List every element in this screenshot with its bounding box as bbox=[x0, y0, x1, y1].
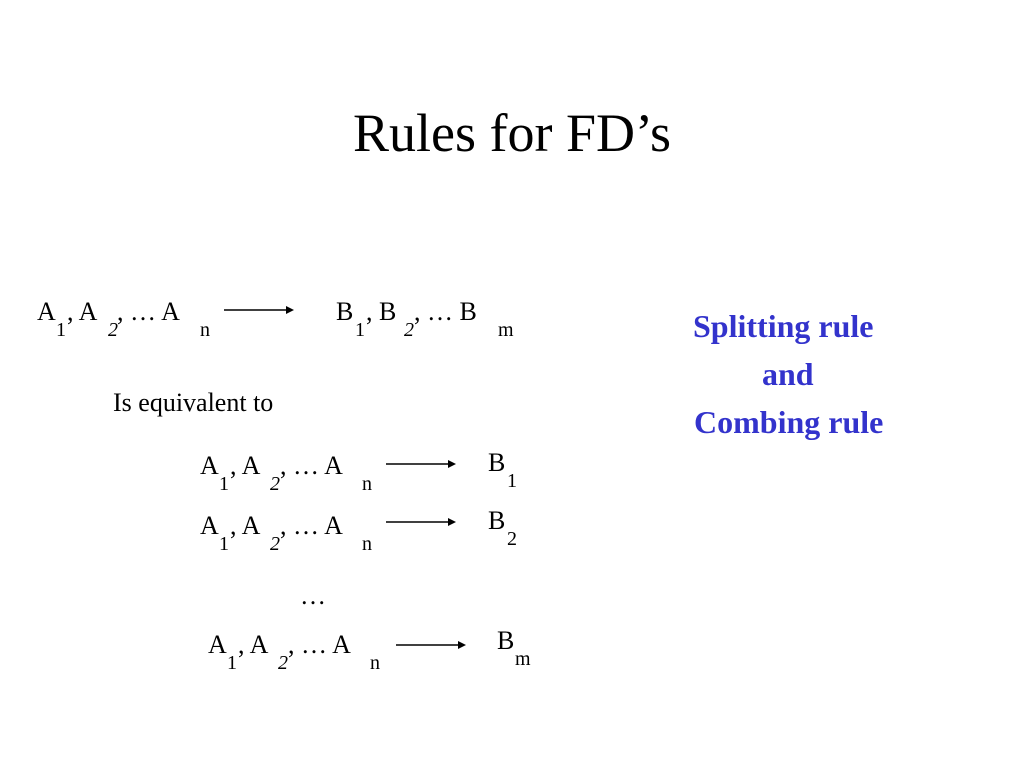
row-a2: , A bbox=[230, 511, 261, 540]
row-a1-sub: 1 bbox=[219, 473, 229, 495]
lhs-a1: A bbox=[37, 297, 56, 326]
row-a2-sub: 2 bbox=[278, 652, 288, 674]
row-b-sub: m bbox=[515, 648, 531, 670]
row-a2: , A bbox=[230, 451, 261, 480]
row-an-sub: n bbox=[362, 533, 372, 555]
row-b: B bbox=[488, 506, 506, 535]
ellipsis: … bbox=[300, 581, 326, 610]
row-b-sub: 1 bbox=[507, 470, 517, 492]
row-a1: A bbox=[200, 451, 219, 480]
row-a2-sub: 2 bbox=[270, 533, 280, 555]
lhs-an-sub: n bbox=[200, 319, 210, 341]
arrow-right-icon bbox=[386, 460, 456, 468]
lhs-a2-sub: 2 bbox=[108, 319, 118, 341]
rhs-bm-sub: m bbox=[498, 319, 514, 341]
row-an: , … A bbox=[288, 630, 351, 659]
row-b: B bbox=[497, 626, 515, 655]
row-a1: A bbox=[208, 630, 227, 659]
rhs-b2-sub: 2 bbox=[404, 319, 414, 341]
row-an-sub: n bbox=[370, 652, 380, 674]
row-b: B bbox=[488, 448, 506, 477]
lhs-an: , … A bbox=[117, 297, 180, 326]
row-a1-sub: 1 bbox=[219, 533, 229, 555]
arrow-right-icon bbox=[386, 518, 456, 526]
row-a2-sub: 2 bbox=[270, 473, 280, 495]
lhs-a1-sub: 1 bbox=[56, 319, 66, 341]
rhs-b1: B bbox=[336, 297, 354, 326]
rhs-b2: , B bbox=[366, 297, 397, 326]
arrow-right-icon bbox=[224, 306, 294, 314]
arrow-right-icon bbox=[396, 641, 466, 649]
row-an-sub: n bbox=[362, 473, 372, 495]
row-an: , … A bbox=[280, 511, 343, 540]
row-a1: A bbox=[200, 511, 219, 540]
row-b-sub: 2 bbox=[507, 528, 517, 550]
lhs-a2: , A bbox=[67, 297, 98, 326]
rhs-b1-sub: 1 bbox=[355, 319, 365, 341]
equivalence-text: Is equivalent to bbox=[113, 388, 274, 417]
side-note-line-1: Splitting rule bbox=[693, 308, 874, 344]
row-a1-sub: 1 bbox=[227, 652, 237, 674]
side-note-line-3: Combing rule bbox=[694, 404, 884, 440]
rhs-bm: , … B bbox=[414, 297, 477, 326]
row-an: , … A bbox=[280, 451, 343, 480]
slide-title: Rules for FD’s bbox=[352, 103, 671, 163]
side-note-line-2: and bbox=[762, 356, 814, 392]
row-a2: , A bbox=[238, 630, 269, 659]
